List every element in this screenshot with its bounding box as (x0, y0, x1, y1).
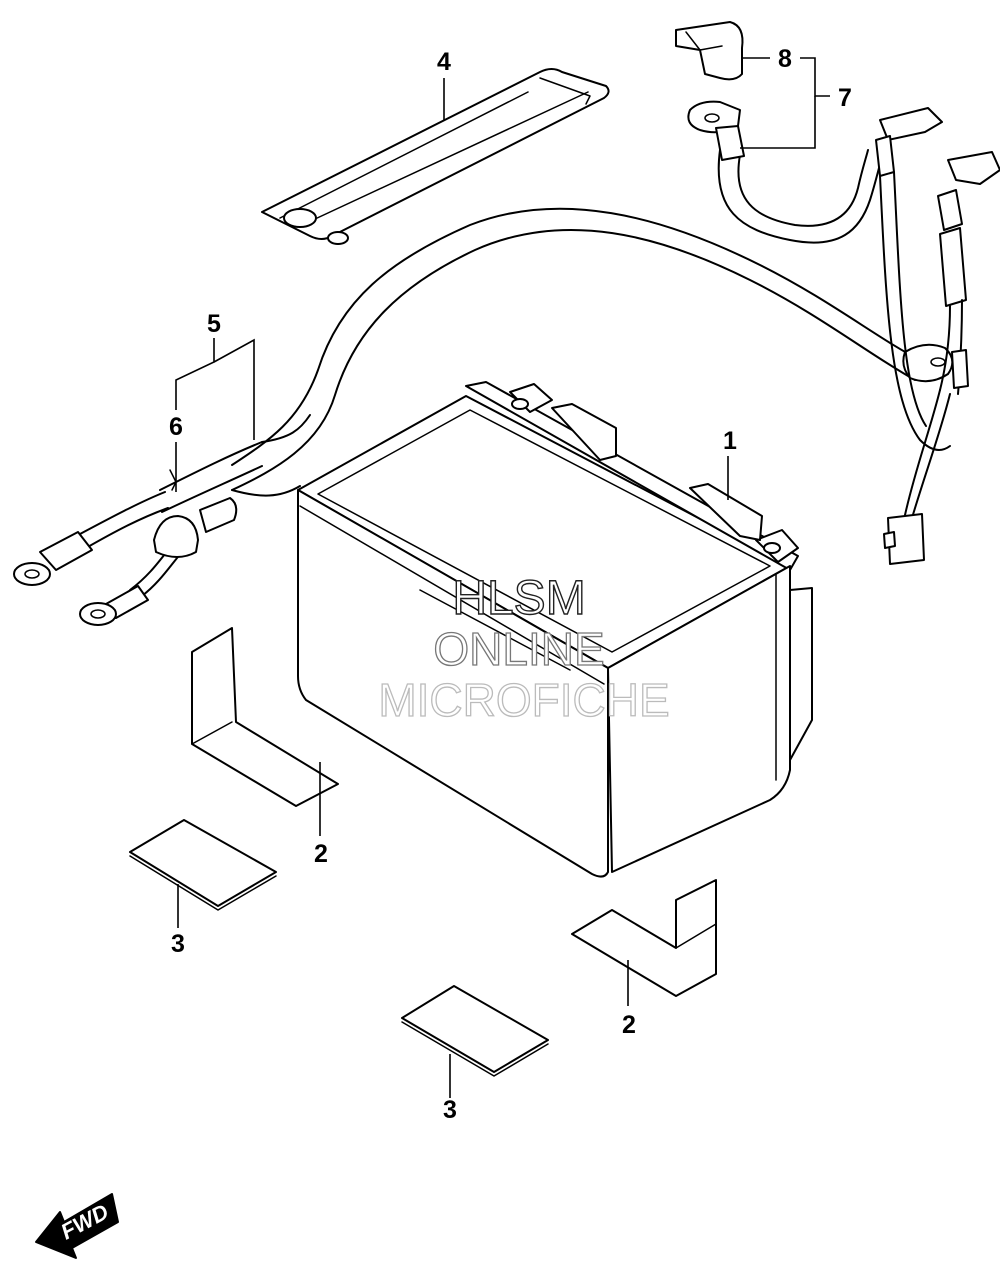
callout-7: 7 (838, 84, 852, 112)
callout-4: 4 (437, 48, 451, 76)
battery-bracket-left (191, 627, 339, 807)
battery-pad-left (129, 819, 277, 911)
watermark: HLSM ONLINE MICROFICHE (378, 571, 671, 726)
battery-pad-center (401, 985, 549, 1077)
callout-3-left: 3 (171, 930, 185, 958)
leader-lines (175, 57, 830, 1098)
fwd-arrow-icon: FWD (35, 1193, 119, 1259)
battery-cable-rear (675, 21, 1000, 565)
battery-cable-front (13, 207, 954, 626)
callout-6: 6 (169, 413, 183, 441)
battery-bracket-right (571, 879, 717, 997)
callout-5: 5 (207, 310, 221, 338)
callout-3-center: 3 (443, 1096, 457, 1124)
watermark-line-3: MICROFICHE (378, 674, 669, 726)
watermark-line-1: HLSM (452, 572, 585, 625)
callout-2-left: 2 (314, 840, 328, 868)
battery (297, 381, 813, 878)
callout-8: 8 (778, 45, 792, 73)
callout-2-right: 2 (622, 1011, 636, 1039)
callout-1: 1 (723, 427, 737, 455)
battery-strap (261, 68, 610, 245)
callouts: 1 2 2 3 3 4 5 6 7 8 (169, 45, 852, 1124)
watermark-line-2: ONLINE (433, 623, 604, 675)
